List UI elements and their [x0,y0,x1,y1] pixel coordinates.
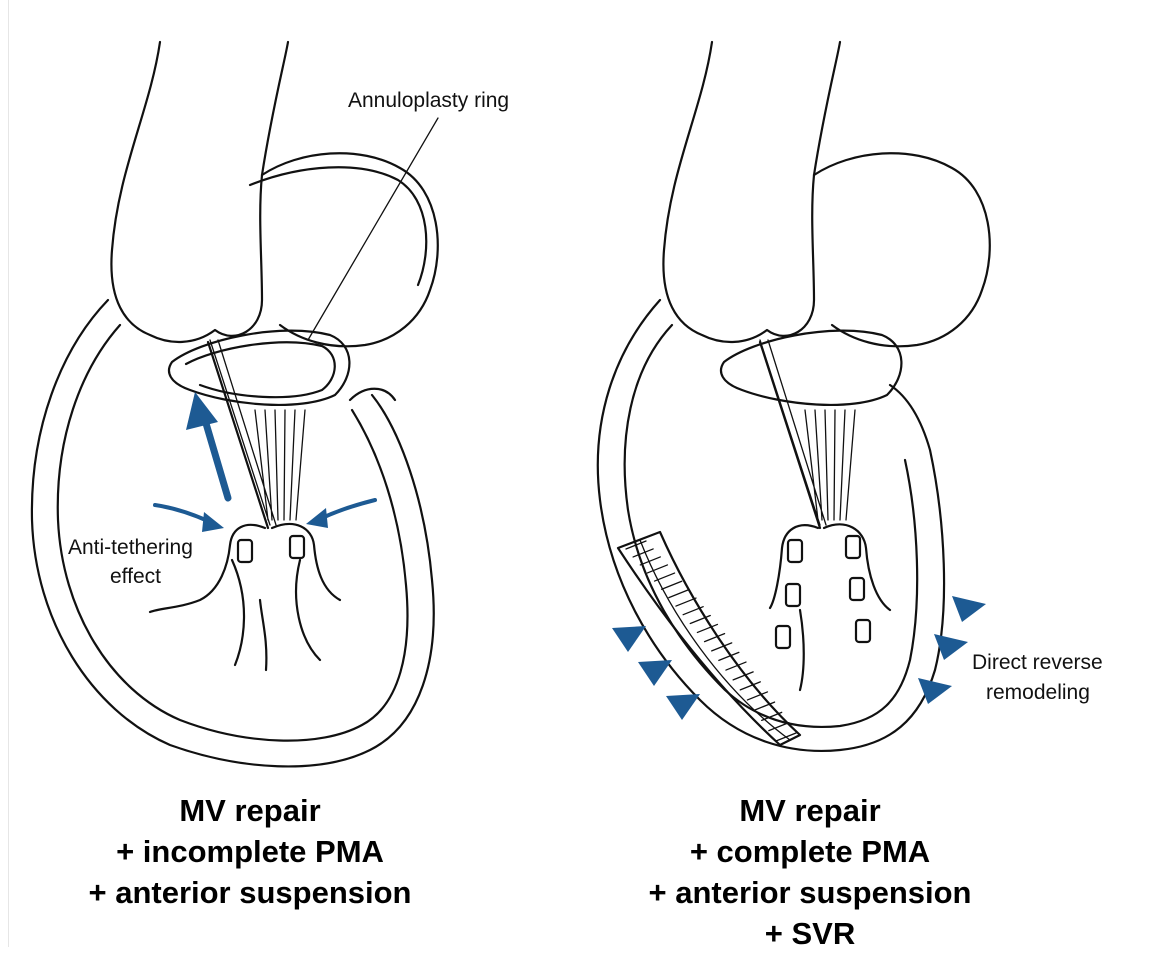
right-pledget-6 [856,620,870,642]
right-caption: MV repair + complete PMA + anterior susp… [620,790,1000,954]
right-aorta-outline [663,42,840,342]
right-caption-line-1: MV repair [620,790,1000,831]
right-suspension-suture [760,342,820,528]
right-atrium-outline [814,153,990,346]
svr-patch-centerline [640,540,790,740]
left-pledget-1 [238,540,252,562]
left-heart-illustration [32,42,438,766]
right-ventricle-outer [598,300,944,751]
left-atrium-outline [262,153,438,346]
left-caption: MV repair + incomplete PMA + anterior su… [60,790,440,913]
right-caption-line-4: + SVR [620,913,1000,954]
right-pledget-2 [786,584,800,606]
left-aorta-outline [111,42,288,342]
right-caption-line-2: + complete PMA [620,831,1000,872]
left-annuloplasty-ring-inner [186,342,335,397]
right-pledget-4 [846,536,860,558]
left-caption-line-1: MV repair [60,790,440,831]
annuloplasty-ring-label: Annuloplasty ring [348,88,509,114]
left-pledget-2 [290,536,304,558]
tether-arrow-right [322,500,375,518]
lift-arrow-shaft [205,420,228,498]
anti-tethering-label-line1: Anti-tethering [68,535,193,561]
remodeling-marker-1 [612,626,646,652]
left-papillary-base [232,560,320,670]
right-pledget-5 [850,578,864,600]
left-caption-line-3: + anterior suspension [60,872,440,913]
left-suspension-suture [208,342,268,528]
tether-arrowhead-left [202,512,224,532]
right-papillary-right [824,524,890,610]
right-chordae [760,340,855,525]
right-pledget-1 [788,540,802,562]
right-heart-illustration [598,42,990,751]
left-atrium-inner [250,167,426,285]
left-papillary-right [272,524,340,600]
annuloplasty-pointer [308,118,438,340]
remodeling-marker-2 [638,660,672,686]
svr-patch-outer [618,532,800,745]
direct-reverse-label-line2: remodeling [986,680,1090,706]
tether-arrowhead-right [306,508,328,528]
right-ventricle-inner [625,325,917,727]
remodeling-marker-3 [666,694,700,720]
anti-tethering-label-line2: effect [110,564,161,590]
right-papillary-left [770,525,818,690]
right-pledget-3 [776,626,790,648]
remodeling-marker-4 [952,596,986,622]
right-annuloplasty-ring [721,331,901,405]
tether-arrow-left [155,505,210,522]
right-caption-line-3: + anterior suspension [620,872,1000,913]
left-caption-line-2: + incomplete PMA [60,831,440,872]
direct-reverse-label-line1: Direct reverse [972,650,1103,676]
